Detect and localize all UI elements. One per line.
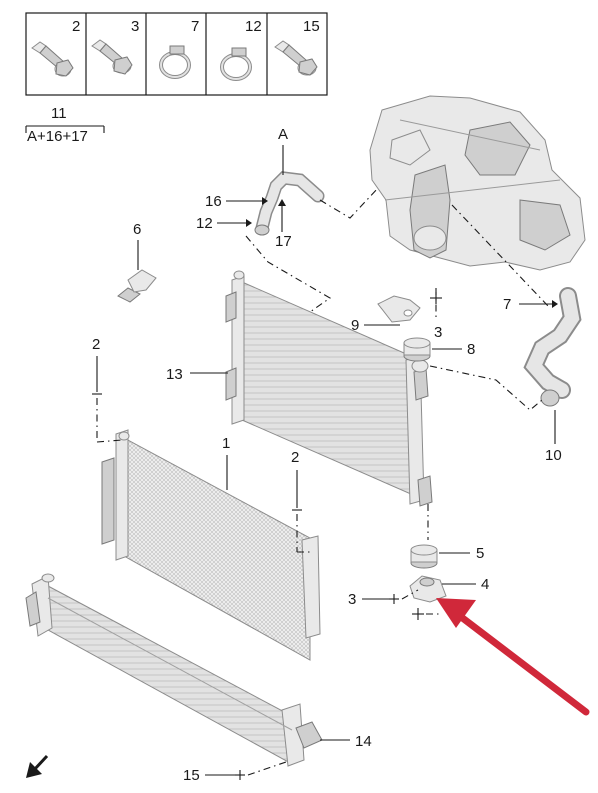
radiator-bracket[interactable] (377, 295, 421, 323)
callout-label: 9 (351, 317, 359, 334)
callout-label: 3 (348, 591, 356, 608)
table-cell-number: 2 (72, 18, 80, 35)
temperature-sensor[interactable] (117, 269, 157, 303)
callout-label: 12 (196, 215, 213, 232)
condenser[interactable] (101, 429, 321, 661)
upper-coolant-hose[interactable] (254, 171, 325, 236)
callout-label: 10 (545, 447, 562, 464)
callout-label: 14 (355, 733, 372, 750)
table-cell-part-7[interactable]: 7 (159, 18, 199, 79)
callout-label: 8 (467, 341, 475, 358)
bolt-icon (31, 41, 74, 77)
table-cell-number: 15 (303, 18, 320, 35)
callout-label: 15 (183, 767, 200, 784)
kit-contents: A+16+17 (27, 128, 88, 145)
engine-assembly[interactable] (369, 95, 586, 271)
callout-label: 17 (275, 233, 292, 250)
callout-label: 2 (291, 449, 299, 466)
table-cell-number: 12 (245, 18, 262, 35)
callout-label: 16 (205, 193, 222, 210)
callout-label: 1 (222, 435, 230, 452)
lower-mount-bracket[interactable] (409, 575, 447, 603)
callout-label: 4 (481, 576, 489, 593)
highlight-arrow (436, 598, 590, 716)
radiator[interactable] (225, 270, 433, 507)
callout-label: 3 (434, 324, 442, 341)
table-cell-part-12[interactable]: 12 (220, 18, 262, 81)
table-cell-part-3[interactable]: 3 (91, 18, 139, 75)
rubber-mount-upper[interactable] (403, 337, 431, 362)
callout-label: 2 (92, 336, 100, 353)
callout-label: 5 (476, 545, 484, 562)
callout-label: 13 (166, 366, 183, 383)
kit-number: 11 (51, 105, 67, 122)
callout-label: A (278, 126, 288, 143)
bolt-icon (274, 40, 318, 76)
hose-clamp-icon (159, 45, 191, 79)
parts-table: 2 3 7 (25, 12, 328, 145)
table-cell-part-2[interactable]: 2 (31, 18, 80, 77)
orientation-arrow-icon (26, 754, 49, 778)
bolt-icon (91, 39, 133, 75)
table-cell-number: 7 (191, 18, 199, 35)
hose-clamp-icon (220, 47, 252, 81)
lower-coolant-hose[interactable] (523, 287, 582, 407)
table-cell-number: 3 (131, 18, 139, 35)
callout-label: 6 (133, 221, 141, 238)
rubber-mount-lower[interactable] (410, 544, 438, 569)
table-cell-part-15[interactable]: 15 (274, 18, 320, 76)
callout-label: 7 (503, 296, 511, 313)
